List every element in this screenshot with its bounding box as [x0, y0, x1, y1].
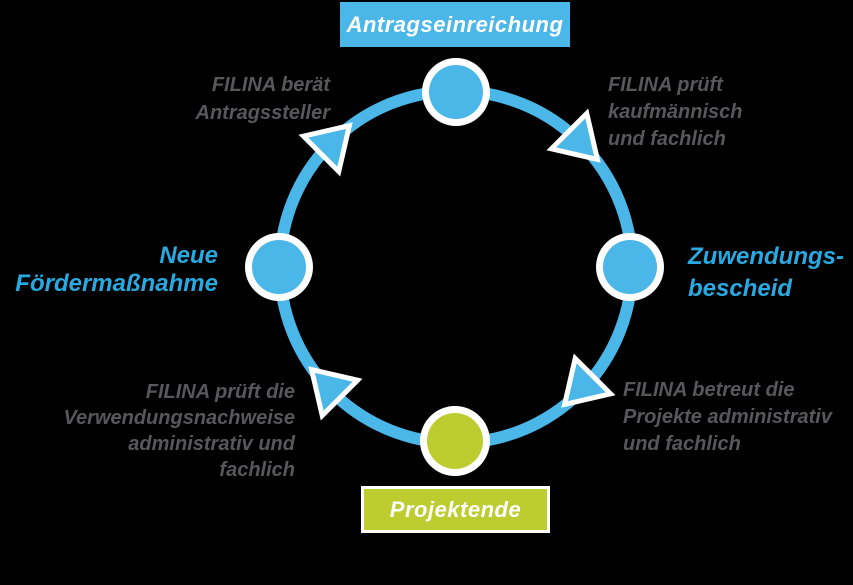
- step-text-bottom-left: FILINA prüft die Verwendungsnachweise ad…: [63, 379, 295, 483]
- side-label-zuwendungsbescheid: Zuwendungs- bescheid: [688, 241, 844, 305]
- step-line: Verwendungsnachweise: [63, 407, 295, 429]
- flow-arrowhead-bottom-right: [561, 353, 616, 408]
- node-zuwendungsbescheid: [596, 233, 664, 301]
- node-neue-foerdermassnahme: [245, 233, 313, 301]
- step-text-bottom-right: FILINA betreut die Projekte administrati…: [623, 377, 832, 458]
- top-milestone-text: Antragseinreichung: [346, 11, 564, 37]
- flow-arrowhead-top-right: [546, 108, 601, 163]
- flow-arrowhead-bottom-left: [308, 366, 363, 421]
- step-line: Projekte administrativ: [623, 406, 832, 428]
- step-line: kaufmännisch: [608, 101, 743, 123]
- step-line: administrativ und: [128, 433, 295, 455]
- step-line: FILINA prüft die: [145, 381, 295, 403]
- step-line: Antragssteller: [195, 102, 331, 124]
- step-line: und fachlich: [623, 433, 741, 455]
- side-label-line: bescheid: [688, 275, 793, 302]
- side-label-line: Neue: [159, 242, 218, 269]
- step-line: und fachlich: [608, 128, 726, 150]
- side-label-line: Zuwendungs-: [688, 243, 844, 270]
- step-line: fachlich: [219, 459, 295, 481]
- flow-arrowhead-top-left: [298, 122, 353, 177]
- node-projektende: [420, 406, 490, 476]
- node-antragseinreichung: [422, 58, 490, 126]
- step-text-top-left: FILINA berät Antragssteller: [196, 71, 331, 127]
- bottom-milestone-label: Projektende: [361, 486, 550, 533]
- step-line: FILINA berät: [211, 74, 330, 96]
- side-label-line: Fördermaßnahme: [15, 270, 218, 297]
- side-label-neue-foerdermassnahme: Neue Fördermaßnahme: [15, 242, 218, 298]
- top-milestone-label: Antragseinreichung: [340, 2, 570, 47]
- bottom-milestone-text: Projektende: [389, 496, 522, 522]
- step-line: FILINA betreut die: [623, 379, 795, 401]
- step-line: FILINA prüft: [608, 74, 723, 96]
- step-text-top-right: FILINA prüft kaufmännisch und fachlich: [608, 72, 742, 153]
